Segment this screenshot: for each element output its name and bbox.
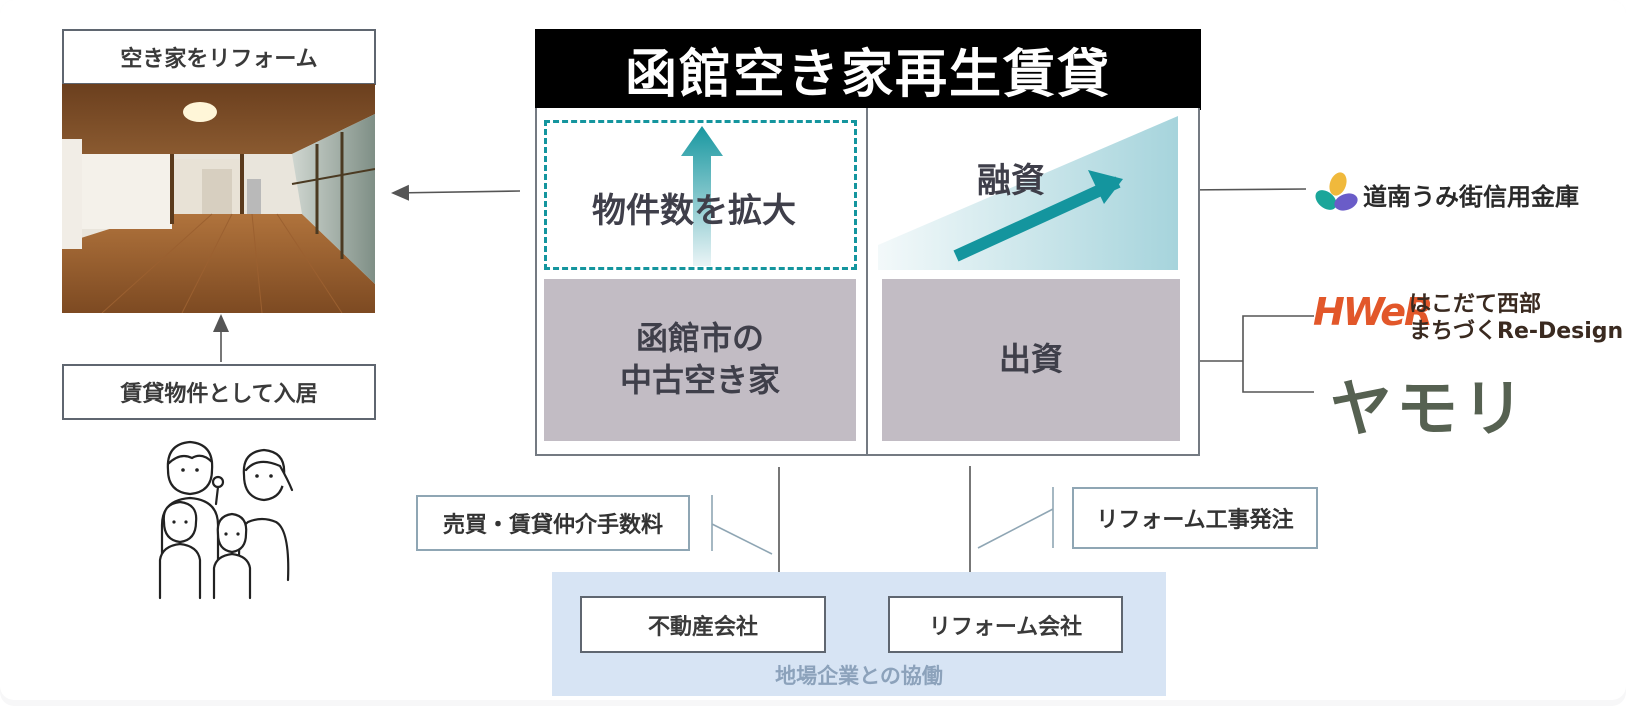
houses-label: 函館市の 中古空き家 — [619, 319, 780, 399]
investment-label: 出資 — [998, 340, 1063, 379]
family-illustration — [158, 440, 294, 600]
houses-cell: 函館市の 中古空き家 — [544, 279, 856, 441]
bank-logo-icon — [1315, 172, 1358, 211]
hwer-name-line1: はこだて西部 — [1409, 292, 1542, 317]
brokerage-callout-line — [711, 495, 773, 555]
main-title: 函館空き家再生賃貸 — [535, 29, 1201, 110]
brokerage-fee-label: 売買・賃貸仲介手数料 — [442, 513, 663, 538]
reform-order-callout-line — [977, 487, 1054, 549]
reform-company-label: リフォーム会社 — [928, 614, 1083, 640]
arrow-to-photo — [391, 184, 521, 201]
expand-box — [544, 120, 857, 270]
investment-cell: 出資 — [882, 279, 1180, 441]
center-divider — [866, 108, 868, 456]
real-estate-company-label: 不動産会社 — [647, 614, 758, 640]
yamori-logo: ヤモリ — [1330, 372, 1529, 445]
hwer-logo: HWeR — [1313, 290, 1433, 334]
reform-order-label: リフォーム工事発注 — [1096, 508, 1294, 533]
main-title-text: 函館空き家再生賃貸 — [624, 45, 1111, 105]
loan-growth-graphic — [878, 116, 1178, 270]
reform-label: 空き家をリフォーム — [120, 47, 318, 72]
reform-label-box: 空き家をリフォーム — [62, 29, 376, 85]
expand-arrow — [681, 126, 723, 266]
real-estate-company-box: 不動産会社 — [580, 596, 826, 653]
move-in-label: 賃貸物件として入居 — [120, 382, 318, 407]
move-in-label-box: 賃貸物件として入居 — [62, 364, 376, 420]
renovated-room-photo — [62, 84, 375, 313]
loan-label: 融資 — [977, 161, 1045, 201]
collaboration-label: 地場企業との協働 — [775, 664, 943, 688]
brokerage-fee-box: 売買・賃貸仲介手数料 — [416, 495, 690, 551]
arrow-bank-to-loan — [1178, 181, 1307, 198]
bank-name: 道南うみ街信用金庫 — [1363, 183, 1579, 211]
hwer-name-line2: まちづくRe-Design — [1409, 319, 1624, 344]
reform-company-box: リフォーム会社 — [888, 596, 1123, 653]
expand-label: 物件数を拡大 — [592, 191, 796, 231]
reform-order-box: リフォーム工事発注 — [1072, 487, 1318, 549]
investor-bracket — [1242, 315, 1314, 393]
